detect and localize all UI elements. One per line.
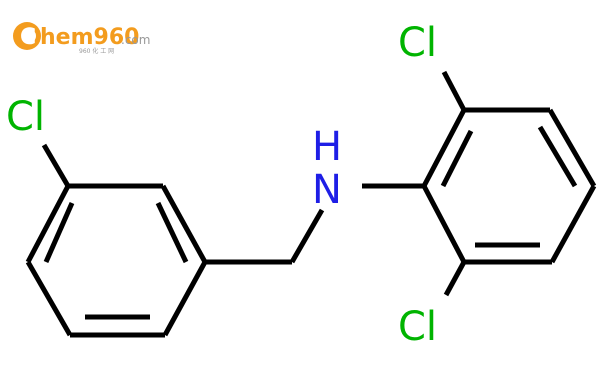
bond: [547, 108, 597, 188]
double-bond-inner: [155, 201, 189, 264]
bond: [549, 184, 597, 264]
chlorine-label-bottom-right: Cl: [398, 304, 437, 350]
chem960-logo: C hem960 .com 960 化 工 网: [13, 22, 150, 55]
logo-brand-text: hem960: [40, 25, 139, 50]
nitrogen-label: N: [312, 167, 342, 213]
dichlorophenyl-ring: [421, 70, 597, 297]
double-bond-inner: [537, 125, 578, 188]
bond-c-cl: [41, 143, 71, 188]
double-bond-inner: [440, 129, 474, 188]
bond-c-cl-bottom: [443, 260, 467, 297]
chlorine-label-top-right: Cl: [398, 20, 437, 66]
logo-c-hole: [22, 29, 36, 43]
bond: [421, 108, 467, 188]
chlorine-label-left: Cl: [6, 94, 45, 140]
logo-brand-c: C: [20, 25, 36, 50]
bond-ch2-n: [289, 208, 325, 264]
bond: [25, 260, 73, 337]
bond: [25, 184, 71, 264]
hydrogen-label: H: [312, 124, 342, 170]
logo-tagline: 960 化 工 网: [79, 47, 114, 55]
logo-domain-suffix: .com: [121, 33, 150, 47]
bond: [160, 184, 208, 264]
bond-c-cl-top: [441, 70, 467, 112]
bond: [162, 260, 208, 337]
double-bond-inner: [43, 201, 75, 264]
bond: [421, 184, 467, 264]
chlorophenyl-ring: [25, 143, 208, 338]
